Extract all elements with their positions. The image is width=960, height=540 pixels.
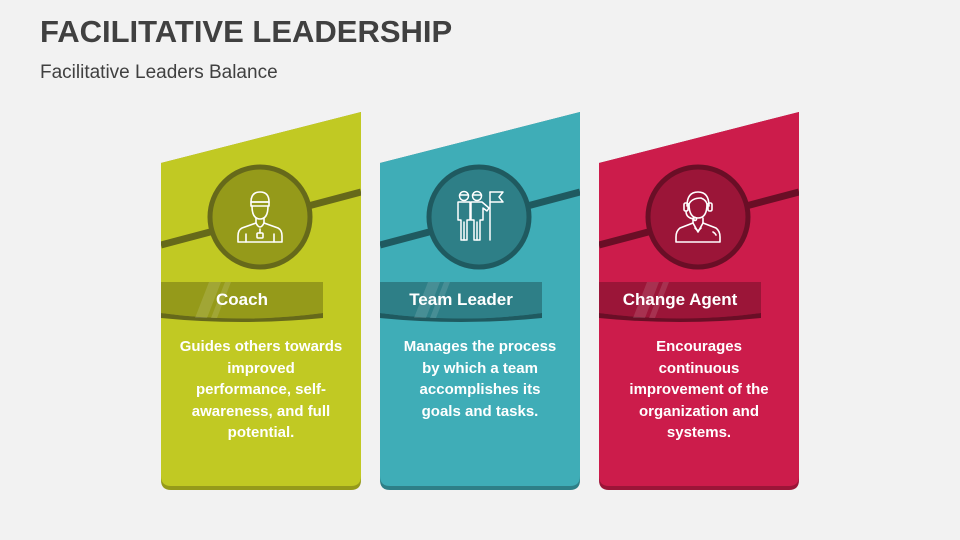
card-description: Encourages continuous improvement of the… [629, 338, 769, 441]
card-background [161, 112, 361, 490]
card-coach: Coach Guides others towards improved per… [161, 112, 361, 492]
card-description: Guides others towards improved performan… [179, 338, 343, 441]
card-background [380, 112, 580, 490]
card-label: Team Leader [409, 290, 513, 309]
page-title: FACILITATIVE LEADERSHIP [40, 14, 453, 49]
card-label: Coach [216, 290, 268, 309]
team-leader-icon [449, 186, 509, 246]
headset-agent-icon [668, 186, 728, 246]
coach-icon [230, 186, 290, 246]
card-label: Change Agent [622, 290, 738, 309]
page-subtitle: Facilitative Leaders Balance [40, 62, 278, 83]
card-team-leader: Team Leader Manages the process by which… [380, 112, 580, 492]
card-description: Manages the process by which a team acco… [403, 338, 557, 420]
card-change-agent: Change Agent Encourages continuous impro… [599, 112, 799, 492]
card-background [599, 112, 799, 490]
